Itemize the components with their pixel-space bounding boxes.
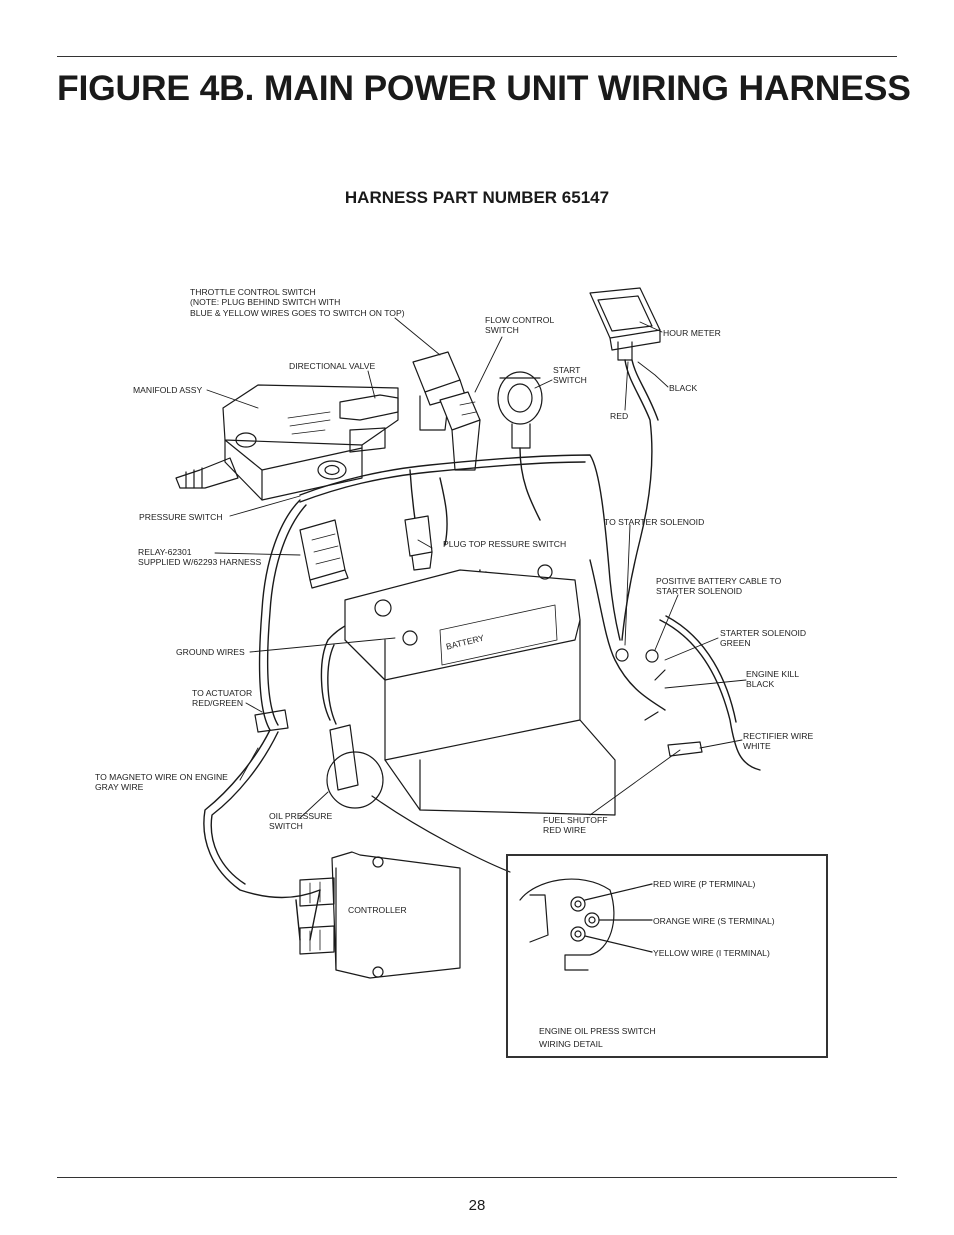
to-starter-solenoid-label: TO STARTER SOLENOID [604, 517, 705, 527]
oil-switch-detail [519, 878, 653, 971]
bottom-rule [57, 1177, 897, 1178]
engine-kill-label: ENGINE KILL BLACK [746, 669, 800, 690]
page-number: 28 [468, 1197, 486, 1214]
red-wire-label: RED [610, 411, 629, 421]
magneto-wire-label: TO MAGNETO WIRE ON ENGINE GRAY WIRE [95, 772, 228, 793]
hour-meter-label: HOUR METER [663, 328, 721, 338]
manifold-assy-label: MANIFOLD ASSY [133, 385, 203, 395]
controller-label: CONTROLLER [348, 905, 407, 915]
solenoid-terminals [615, 648, 703, 757]
throttle-control-switch-label: THROTTLE CONTROL SWITCH (NOTE: PLUG BEHI… [190, 287, 405, 318]
hour-meter [589, 287, 661, 361]
positive-battery-cable-label: POSITIVE BATTERY CABLE TO STARTER SOLENO… [656, 576, 782, 597]
directional-valve-label: DIRECTIONAL VALVE [289, 361, 376, 371]
relay-label: RELAY-62301 SUPPLIED W/62293 HARNESS [138, 547, 262, 568]
oil-pressure-switch-label: OIL PRESSURE SWITCH [269, 811, 333, 832]
controller-unit [299, 851, 461, 979]
ground-wires-label: GROUND WIRES [176, 647, 245, 657]
harness-part-number: HARNESS PART NUMBER 65147 [344, 188, 610, 207]
starter-solenoid-green-label: STARTER SOLENOID GREEN [720, 628, 807, 649]
orange-wire-s-terminal-label: ORANGE WIRE (S TERMINAL) [653, 916, 775, 926]
oil-pressure-switch [326, 724, 511, 873]
throttle-flow-switches [412, 351, 481, 471]
yellow-wire-i-terminal-label: YELLOW WIRE (I TERMINAL) [653, 948, 770, 958]
manifold-block [175, 384, 399, 501]
to-actuator-label: TO ACTUATOR RED/GREEN [192, 688, 253, 709]
start-switch-label: START SWITCH [553, 365, 587, 386]
battery [344, 564, 616, 816]
pressure-switch-label: PRESSURE SWITCH [139, 512, 223, 522]
plug-top-pressure-switch [404, 515, 433, 571]
harness-trunk [203, 359, 761, 941]
page-title: FIGURE 4B. MAIN POWER UNIT WIRING HARNES… [57, 68, 911, 108]
actuator-connector [254, 709, 289, 733]
black-wire-label: BLACK [669, 383, 698, 393]
rectifier-wire-label: RECTIFIER WIRE WHITE [743, 731, 814, 752]
plug-top-pressure-switch-label: PLUG TOP RESSURE SWITCH [443, 539, 567, 549]
oil-switch-detail-caption: ENGINE OIL PRESS SWITCH WIRING DETAIL [539, 1026, 656, 1049]
flow-control-switch-label: FLOW CONTROL SWITCH [485, 315, 555, 336]
start-switch [497, 371, 543, 449]
relay [299, 519, 349, 589]
top-rule [57, 56, 897, 57]
leader-lines [206, 317, 747, 819]
red-wire-p-terminal-label: RED WIRE (P TERMINAL) [653, 879, 756, 889]
fuel-shutoff-label: FUEL SHUTOFF RED WIRE [543, 815, 608, 836]
oil-switch-detail-box [506, 854, 828, 1058]
